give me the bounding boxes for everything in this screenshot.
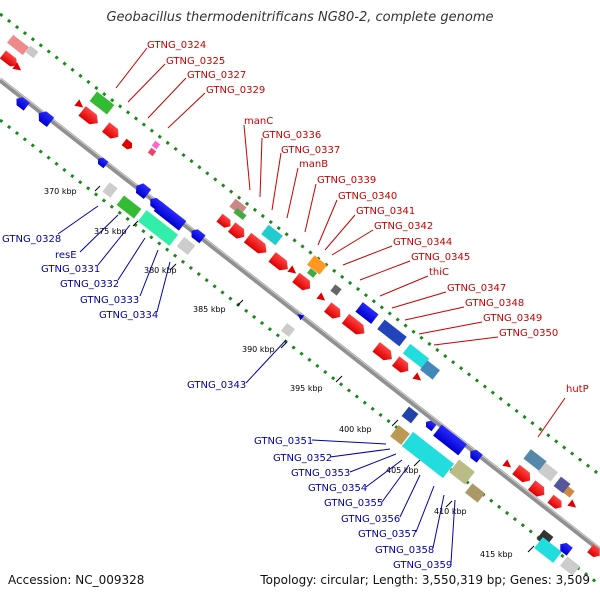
- gene-label-forward: manC: [244, 116, 273, 127]
- accession-text: Accession: NC_009328: [8, 573, 145, 587]
- gene-label-reverse: GTNG_0357: [358, 529, 417, 540]
- tick-label: 385 kbp: [193, 305, 226, 314]
- gene-label-reverse: GTNG_0351: [254, 436, 313, 447]
- gene-label-forward: GTNG_0344: [393, 237, 452, 248]
- gene-label-reverse: GTNG_0334: [99, 310, 158, 321]
- tick-label: 375 kbp: [94, 227, 127, 236]
- gene-label-reverse: GTNG_0355: [324, 498, 383, 509]
- genome-summary-text: Topology: circular; Length: 3,550,319 bp…: [260, 573, 590, 587]
- gene-label-reverse: GTNG_0353: [291, 468, 350, 479]
- tick-label: 380 kbp: [144, 266, 177, 275]
- tick-label: 410 kbp: [434, 507, 467, 516]
- map-title: Geobacillus thermodenitrificans NG80-2, …: [106, 10, 494, 25]
- gene-label-forward: GTNG_0342: [374, 221, 433, 232]
- gene-label-forward: GTNG_0336: [262, 130, 321, 141]
- reverse-gene-labels: [57, 205, 456, 564]
- gene-label-forward: GTNG_0347: [447, 283, 506, 294]
- inner-dotted-track: [0, 118, 600, 587]
- gene-label-reverse: GTNG_0343: [187, 380, 246, 391]
- tick-label: 405 kbp: [386, 466, 419, 475]
- tick-label: 415 kbp: [480, 550, 513, 559]
- gene-label-forward: GTNG_0339: [317, 175, 376, 186]
- gene-label-forward: GTNG_0349: [483, 313, 542, 324]
- gene-label-reverse: GTNG_0352: [273, 453, 332, 464]
- gene-label-forward: GTNG_0327: [187, 70, 246, 81]
- gene-label-reverse: GTNG_0359: [393, 560, 452, 571]
- tick-label: 390 kbp: [242, 345, 275, 354]
- gene-label-forward: hutP: [566, 384, 589, 395]
- forward-gene-labels: [115, 47, 566, 438]
- genome-backbone-highlight: [0, 77, 600, 549]
- tick-label: 370 kbp: [44, 187, 77, 196]
- gene-label-reverse: GTNG_0354: [308, 483, 367, 494]
- gene-label-forward: GTNG_0325: [166, 56, 225, 67]
- gene-label-forward: GTNG_0340: [338, 191, 397, 202]
- gene-label-reverse: GTNG_0358: [375, 545, 434, 556]
- tick-marks: [94, 185, 535, 553]
- gene-label-forward: GTNG_0345: [411, 252, 470, 263]
- gene-features: [0, 34, 600, 576]
- gene-label-reverse: GTNG_0332: [60, 279, 119, 290]
- gene-label-forward: GTNG_0324: [147, 40, 206, 51]
- gene-label-reverse: GTNG_0331: [41, 264, 100, 275]
- gene-label-forward: GTNG_0329: [206, 85, 265, 96]
- gene-label-reverse: resE: [55, 250, 77, 261]
- gene-label-reverse: GTNG_0356: [341, 514, 400, 525]
- tick-label: 400 kbp: [339, 425, 372, 434]
- gene-label-forward: GTNG_0348: [465, 298, 524, 309]
- gene-label-forward: GTNG_0341: [356, 206, 415, 217]
- gene-label-forward: manB: [299, 159, 328, 170]
- gene-label-forward: thiC: [429, 267, 449, 278]
- outer-dotted-track: [0, 12, 600, 477]
- gene-label-reverse: GTNG_0328: [2, 234, 61, 245]
- tick-label: 395 kbp: [290, 384, 323, 393]
- gene-label-forward: GTNG_0337: [281, 145, 340, 156]
- gene-label-forward: GTNG_0350: [499, 328, 558, 339]
- gene-label-reverse: GTNG_0333: [80, 295, 139, 306]
